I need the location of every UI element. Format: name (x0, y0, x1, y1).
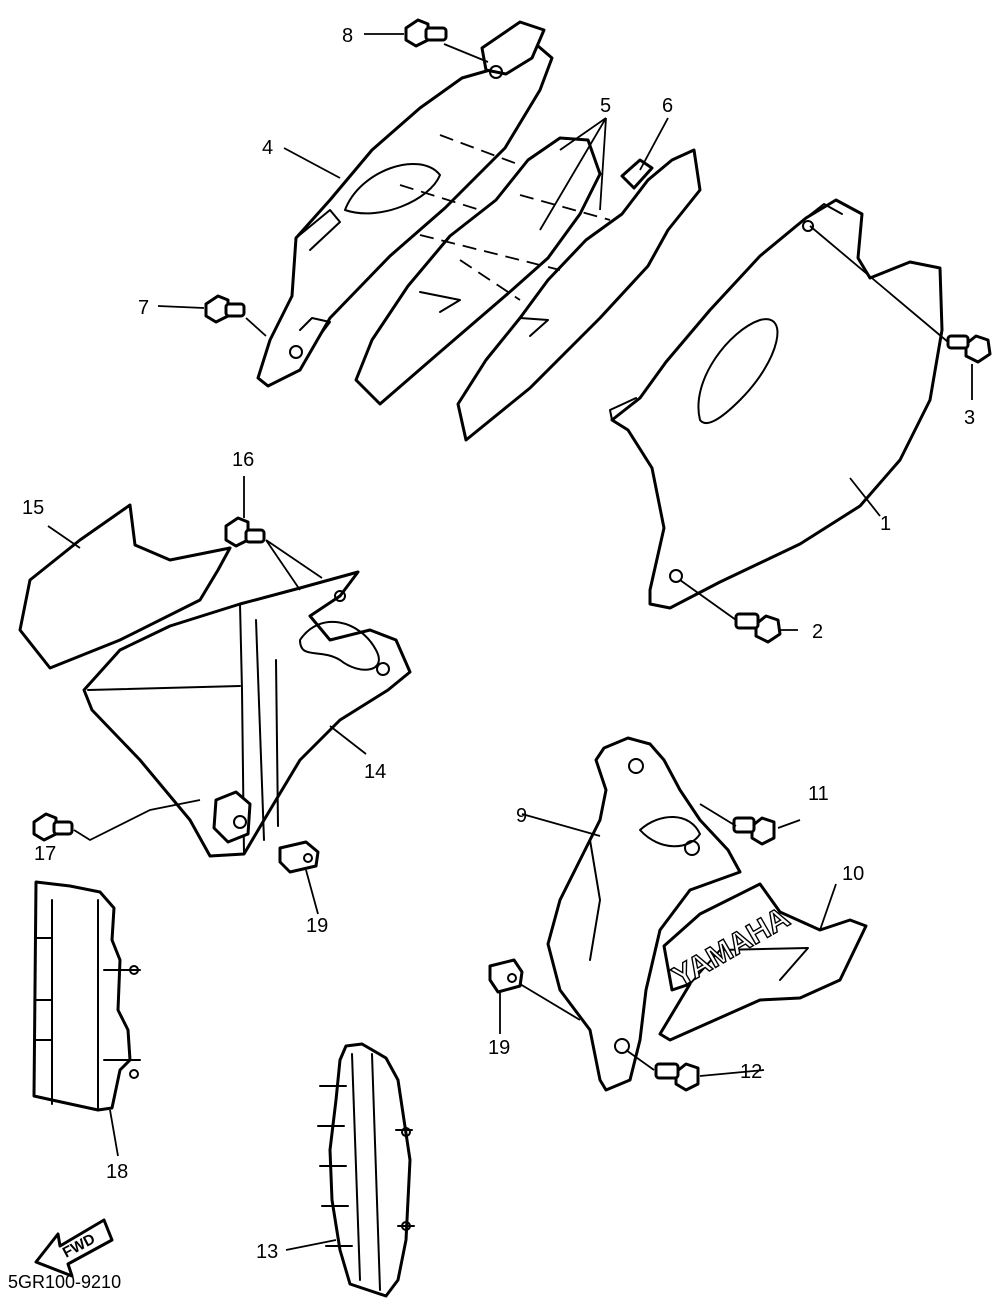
forward-arrow-icon: FWD (34, 1218, 114, 1278)
part-13-radiator-guard (317, 1042, 415, 1298)
callout-17: 17 (34, 843, 56, 865)
callout-11: 11 (808, 783, 829, 805)
callout-18: 18 (106, 1161, 128, 1183)
callout-2: 2 (812, 621, 823, 643)
part-5-decals (354, 136, 702, 442)
callout-19b: 19 (488, 1037, 510, 1059)
callout-7: 7 (138, 297, 149, 319)
part-9-radiator-shroud (546, 736, 742, 1092)
bolt-11 (732, 816, 776, 846)
bolt-2 (734, 612, 782, 644)
callouts: 8 4 5 6 7 3 1 2 16 15 14 17 19 9 11 10 1… (22, 25, 975, 1263)
bolt-12 (654, 1062, 700, 1092)
part-6-small-decal (620, 158, 654, 190)
bolt-16 (224, 516, 266, 548)
part-18-radiator (32, 880, 141, 1112)
callout-4: 4 (262, 137, 273, 159)
clip-19-right (488, 958, 524, 994)
part-15-shroud-graphic (18, 503, 232, 670)
callout-16: 16 (232, 449, 254, 471)
bolt-8 (404, 18, 448, 48)
alignment-lines (399, 134, 611, 301)
callout-8: 8 (342, 25, 353, 47)
leader-lines (45, 33, 973, 1251)
callout-12: 12 (740, 1061, 762, 1083)
callout-3: 3 (964, 407, 975, 429)
clip-19-left (278, 840, 320, 874)
callout-10: 10 (842, 863, 864, 885)
diagram-code: 5GR100-9210 (8, 1272, 121, 1292)
bolt-7 (204, 294, 246, 324)
part-1-side-cover (609, 198, 944, 610)
callout-6: 6 (662, 95, 673, 117)
callout-19a: 19 (306, 915, 328, 937)
part-14-radiator-shroud (82, 570, 412, 858)
bolt-3 (946, 334, 992, 364)
part-10-yamaha-decal: YAMAHA (658, 882, 868, 1042)
callout-15: 15 (22, 497, 44, 519)
callout-13: 13 (256, 1241, 278, 1263)
callout-9: 9 (516, 805, 527, 827)
callout-1: 1 (880, 513, 891, 535)
bolt-17 (32, 812, 74, 842)
callout-14: 14 (364, 761, 386, 783)
part-4-side-cover (256, 20, 554, 388)
callout-5: 5 (600, 95, 611, 117)
